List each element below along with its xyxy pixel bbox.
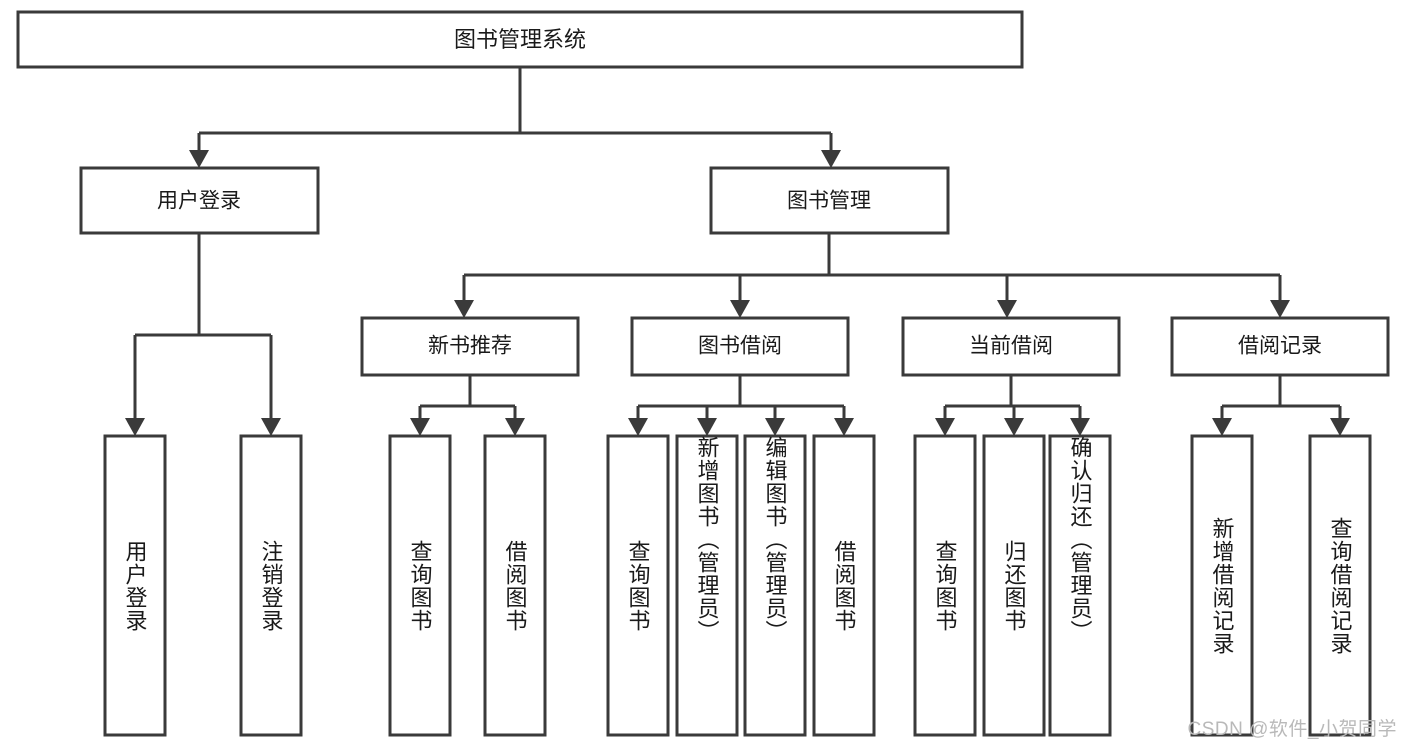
book-management-label: 图书管理: [787, 190, 871, 213]
arrowhead-book-borrow: [730, 300, 750, 318]
csdn-watermark: CSDN @软件_小贺同学: [1187, 719, 1397, 740]
arrowhead-book-management: [821, 150, 841, 168]
borrow-record-box: [1170, 316, 1390, 377]
new-book-recommend-box: [360, 316, 580, 377]
book-borrow-label: 图书借阅: [698, 335, 782, 358]
arrowhead-leaf-query-record: [1330, 418, 1350, 436]
arrowhead-leaf-add-record: [1212, 418, 1232, 436]
arrowhead-leaf-confirm-return: [1070, 418, 1090, 436]
arrowhead-leaf-borrow-book-2: [834, 418, 854, 436]
user-login-label: 用户登录: [157, 190, 241, 213]
node-book-management[interactable]: 图书管理: [709, 166, 950, 235]
root-box: [16, 10, 1024, 69]
current-borrow-box: [901, 316, 1121, 377]
current-borrow-label: 当前借阅: [969, 335, 1053, 358]
new-book-recommend-label: 新书推荐: [428, 335, 512, 358]
borrow-record-label: 借阅记录: [1238, 335, 1322, 358]
arrowhead-leaf-query-book-1: [410, 418, 430, 436]
node-new-book-recommend[interactable]: 新书推荐: [360, 316, 580, 377]
arrowhead-leaf-return-book: [1004, 418, 1024, 436]
arrowhead-leaf-query-book-2: [628, 418, 648, 436]
book-borrow-box: [630, 316, 850, 377]
node-borrow-record[interactable]: 借阅记录: [1170, 316, 1390, 377]
leaf-query-book-2-box[interactable]: [606, 434, 670, 737]
leaf-borrow-book-1-box[interactable]: [483, 434, 547, 737]
node-book-borrow[interactable]: 图书借阅: [630, 316, 850, 377]
arrowhead-user-login: [189, 150, 209, 168]
arrowhead-leaf-logout-login: [261, 418, 281, 436]
node-current-borrow[interactable]: 当前借阅: [901, 316, 1121, 377]
leaf-borrow-book-2-box[interactable]: [812, 434, 876, 737]
arrowhead-leaf-borrow-book-1: [505, 418, 525, 436]
leaf-add-record-box[interactable]: [1190, 434, 1254, 737]
leaf-user-login-box[interactable]: [103, 434, 167, 737]
book-management-box: [709, 166, 950, 235]
arrowhead-current-borrow: [997, 300, 1017, 318]
arrowhead-leaf-add-book: [697, 418, 717, 436]
leaf-query-record-box[interactable]: [1308, 434, 1372, 737]
arrowhead-new-book-recommend: [454, 300, 474, 318]
leaf-edit-book-box[interactable]: [743, 434, 807, 737]
leaf-logout-login-box[interactable]: [239, 434, 303, 737]
arrowhead-leaf-query-book-3: [935, 418, 955, 436]
arrowhead-leaf-edit-book: [765, 418, 785, 436]
node-user-login[interactable]: 用户登录: [79, 166, 320, 235]
arrowhead-leaf-user-login: [125, 418, 145, 436]
leaf-return-book-box[interactable]: [982, 434, 1046, 737]
node-root[interactable]: 图书管理系统: [16, 10, 1024, 69]
leaf-add-book-box[interactable]: [675, 434, 739, 737]
leaf-query-book-1-box[interactable]: [388, 434, 452, 737]
leaf-confirm-return-box[interactable]: [1048, 434, 1112, 737]
arrowhead-borrow-record: [1270, 300, 1290, 318]
leaf-query-book-3-box[interactable]: [913, 434, 977, 737]
root-label: 图书管理系统: [454, 27, 586, 52]
